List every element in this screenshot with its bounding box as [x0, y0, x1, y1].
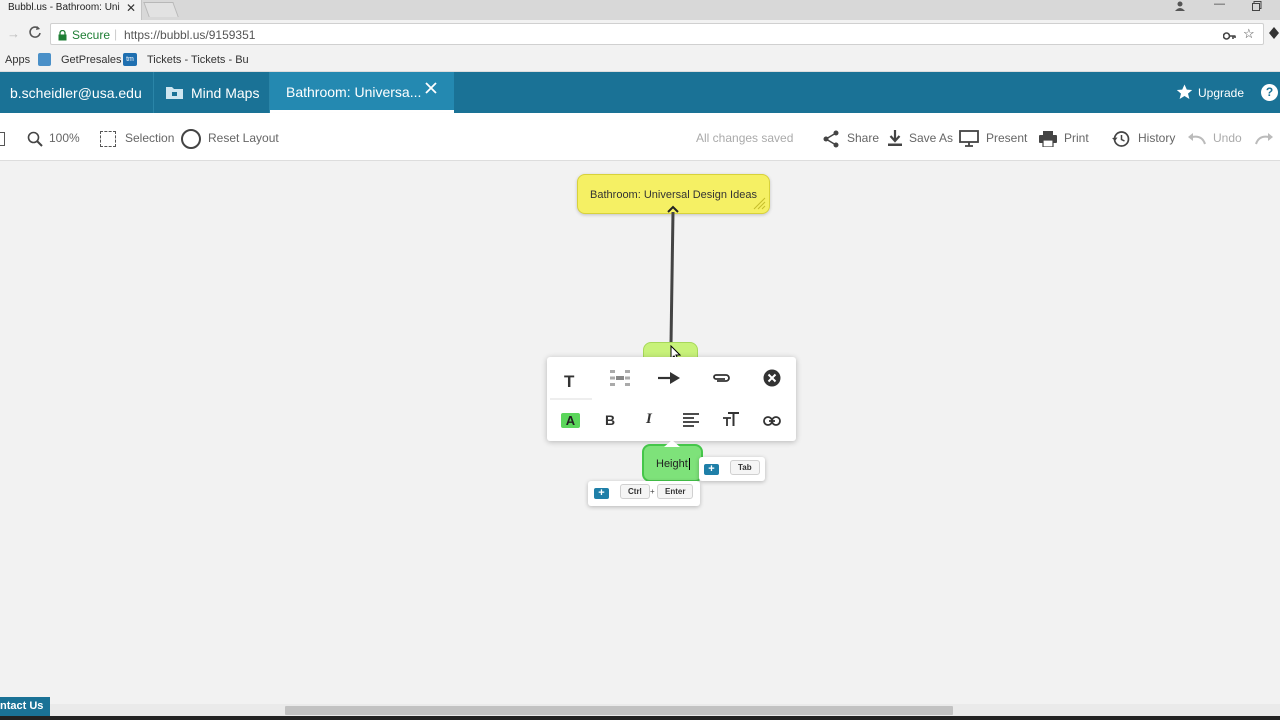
add-child-plus-icon[interactable]: +: [704, 464, 719, 475]
key-icon[interactable]: [1222, 28, 1236, 46]
add-sibling-plus-icon[interactable]: +: [594, 488, 609, 499]
ctrl-key: Ctrl: [620, 484, 650, 499]
tab-close-icon[interactable]: ✕: [126, 1, 137, 15]
undo-button[interactable]: Undo: [1213, 131, 1242, 145]
popup-pointer: [664, 440, 680, 447]
redo-icon[interactable]: [1255, 132, 1273, 150]
share-icon: [822, 130, 840, 153]
url-separator: |: [114, 27, 118, 41]
close-map-icon[interactable]: [424, 81, 438, 98]
folder-icon: [166, 86, 183, 102]
enter-key: Enter: [657, 484, 694, 499]
contact-us-label: ntact Us: [0, 700, 44, 712]
present-button[interactable]: Present: [986, 131, 1028, 145]
reload-icon[interactable]: [28, 25, 42, 44]
key-plus-sign: +: [650, 487, 655, 496]
user-account-menu[interactable]: b.scheidler@usa.edu: [0, 72, 154, 113]
bold-icon[interactable]: B: [605, 412, 616, 428]
selection-button[interactable]: Selection: [125, 131, 175, 145]
browser-tab[interactable]: Bubbl.us - Bathroom: Uni: [0, 0, 142, 20]
restore-icon[interactable]: [1252, 1, 1262, 14]
mind-maps-label: Mind Maps: [191, 85, 260, 101]
node-text-value: Height: [656, 458, 688, 470]
extension-icon[interactable]: [1268, 26, 1280, 45]
popup-text-tab[interactable]: T: [550, 362, 592, 400]
minimize-icon[interactable]: —: [1214, 0, 1225, 10]
app-header: [0, 72, 1280, 113]
getpresales-icon: [38, 53, 51, 66]
browser-tab-bar: [0, 0, 1280, 20]
bookmark-getpresales[interactable]: GetPresales: [61, 54, 122, 66]
bookmark-tickets[interactable]: Tickets - Tickets - Bu: [147, 54, 249, 66]
save-status: All changes saved: [696, 131, 794, 145]
font-size-icon[interactable]: [723, 412, 740, 432]
align-icon[interactable]: [683, 413, 699, 432]
current-map-title: Bathroom: Universa...: [286, 84, 422, 100]
panel-toggle-icon[interactable]: [0, 132, 5, 146]
window-bottom-edge: [0, 716, 1280, 720]
contact-us-button[interactable]: ntact Us: [0, 697, 50, 716]
forward-icon[interactable]: →: [7, 26, 20, 41]
bookmark-apps[interactable]: Apps: [5, 54, 31, 66]
resize-grip-icon[interactable]: [752, 196, 766, 215]
reset-layout-icon: [181, 129, 201, 149]
url-input[interactable]: [50, 23, 1264, 45]
monitor-icon: [959, 130, 979, 152]
horizontal-scrollbar-thumb[interactable]: [285, 706, 953, 715]
print-button[interactable]: Print: [1064, 131, 1089, 145]
attachment-icon[interactable]: [707, 364, 735, 392]
collapse-chevron-icon[interactable]: [667, 200, 679, 218]
profile-icon[interactable]: [1174, 0, 1186, 15]
tab-key: Tab: [730, 460, 760, 475]
browser-tab-title: Bubbl.us - Bathroom: Uni: [8, 2, 120, 13]
italic-icon[interactable]: I: [646, 411, 652, 427]
layout-icon[interactable]: [606, 364, 634, 392]
secure-label: Secure: [72, 28, 111, 42]
upgrade-button[interactable]: Upgrade: [1198, 86, 1245, 100]
undo-icon: [1188, 132, 1206, 150]
share-button[interactable]: Share: [847, 131, 880, 145]
connect-arrow-icon[interactable]: [655, 364, 683, 392]
reset-layout-button[interactable]: Reset Layout: [208, 131, 279, 145]
user-email: b.scheidler@usa.edu: [10, 85, 142, 101]
url-text[interactable]: https://bubbl.us/9159351: [124, 28, 256, 42]
lock-icon: [58, 28, 67, 46]
close-circle-icon[interactable]: [758, 364, 786, 392]
star-bookmark-icon[interactable]: ☆: [1243, 26, 1255, 41]
help-icon[interactable]: ?: [1261, 84, 1278, 101]
history-icon: [1112, 130, 1130, 153]
upgrade-star-icon: [1176, 84, 1193, 105]
text-color-icon[interactable]: A: [561, 413, 580, 428]
printer-icon: [1039, 131, 1057, 152]
node-text-input[interactable]: Height: [656, 458, 690, 470]
text-caret: [688, 458, 690, 470]
link-icon[interactable]: [763, 414, 781, 432]
save-as-button[interactable]: Save As: [909, 131, 954, 145]
selection-icon: [100, 131, 116, 147]
editor-toolbar: [0, 113, 1280, 161]
zoom-icon[interactable]: [27, 131, 43, 152]
tab-current-map[interactable]: Bathroom: Universa...: [270, 72, 454, 113]
zoom-level[interactable]: 100%: [49, 131, 80, 145]
download-icon: [888, 130, 902, 151]
node-connector-line: [669, 212, 675, 344]
nav-mind-maps[interactable]: Mind Maps: [154, 72, 270, 113]
new-tab-button[interactable]: [143, 2, 179, 17]
bookmarks-bar: [0, 48, 1280, 72]
text-icon: T: [564, 372, 575, 391]
tickets-icon: tm: [123, 53, 137, 66]
root-node-label: Bathroom: Universal Design Ideas: [590, 189, 757, 201]
history-button[interactable]: History: [1138, 131, 1176, 145]
